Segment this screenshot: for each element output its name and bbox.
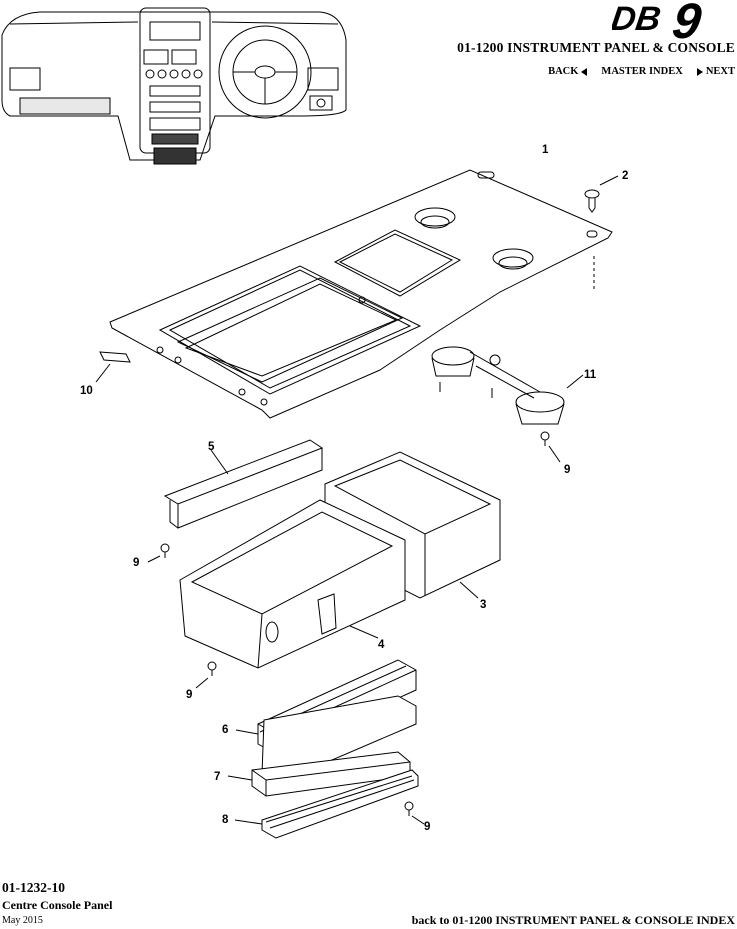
part-11-cup-holder <box>431 346 584 463</box>
callout-5: 5 <box>208 441 215 453</box>
publication-date: May 2015 <box>2 915 43 926</box>
part-10-clip <box>95 351 131 383</box>
section-title: 01-1200 INSTRUMENT PANEL & CONSOLE <box>457 40 735 55</box>
db9-logo: DB 9 <box>612 0 705 40</box>
callout-9-lower: 9 <box>186 689 192 701</box>
callout-9-left: 9 <box>133 557 139 569</box>
callout-9-bottom: 9 <box>424 821 430 833</box>
next-link[interactable]: NEXT <box>696 66 735 77</box>
part-4-front-box <box>179 499 406 689</box>
callout-9-right: 9 <box>564 464 570 476</box>
part-5-bracket <box>147 439 324 563</box>
part-2-screw <box>584 175 619 290</box>
master-index-link[interactable]: MASTER INDEX <box>601 66 683 77</box>
back-to-index-link[interactable]: back to 01-1200 INSTRUMENT PANEL & CONSO… <box>411 913 735 927</box>
next-label: NEXT <box>705 66 735 77</box>
callout-1: 1 <box>542 144 549 156</box>
callout-2: 2 <box>622 170 628 182</box>
part-name: Centre Console Panel <box>2 898 113 912</box>
callout-8: 8 <box>222 814 229 826</box>
svg-text:DB: DB <box>612 0 663 38</box>
back-label: BACK <box>548 66 579 77</box>
part-number: 01-1232-10 <box>2 880 65 895</box>
part-1-console-panel <box>109 169 613 419</box>
callout-11: 11 <box>584 369 597 381</box>
callout-7: 7 <box>214 771 220 783</box>
left-arrow-icon <box>581 67 588 76</box>
dashboard-thumbnail <box>1 7 347 165</box>
navigation-bar: BACK MASTER INDEX NEXT <box>548 66 735 77</box>
callout-6: 6 <box>222 724 228 736</box>
callout-4: 4 <box>378 639 385 651</box>
callout-10: 10 <box>80 385 93 397</box>
callout-3: 3 <box>480 599 486 611</box>
part-6-insert <box>235 659 417 785</box>
part-8-rail <box>234 769 425 839</box>
exploded-parts-diagram: 1 2 3 4 5 6 7 8 9 9 9 9 10 11 <box>80 144 628 839</box>
svg-text:9: 9 <box>669 0 705 40</box>
right-arrow-icon <box>696 67 703 76</box>
back-link[interactable]: BACK <box>548 66 588 77</box>
